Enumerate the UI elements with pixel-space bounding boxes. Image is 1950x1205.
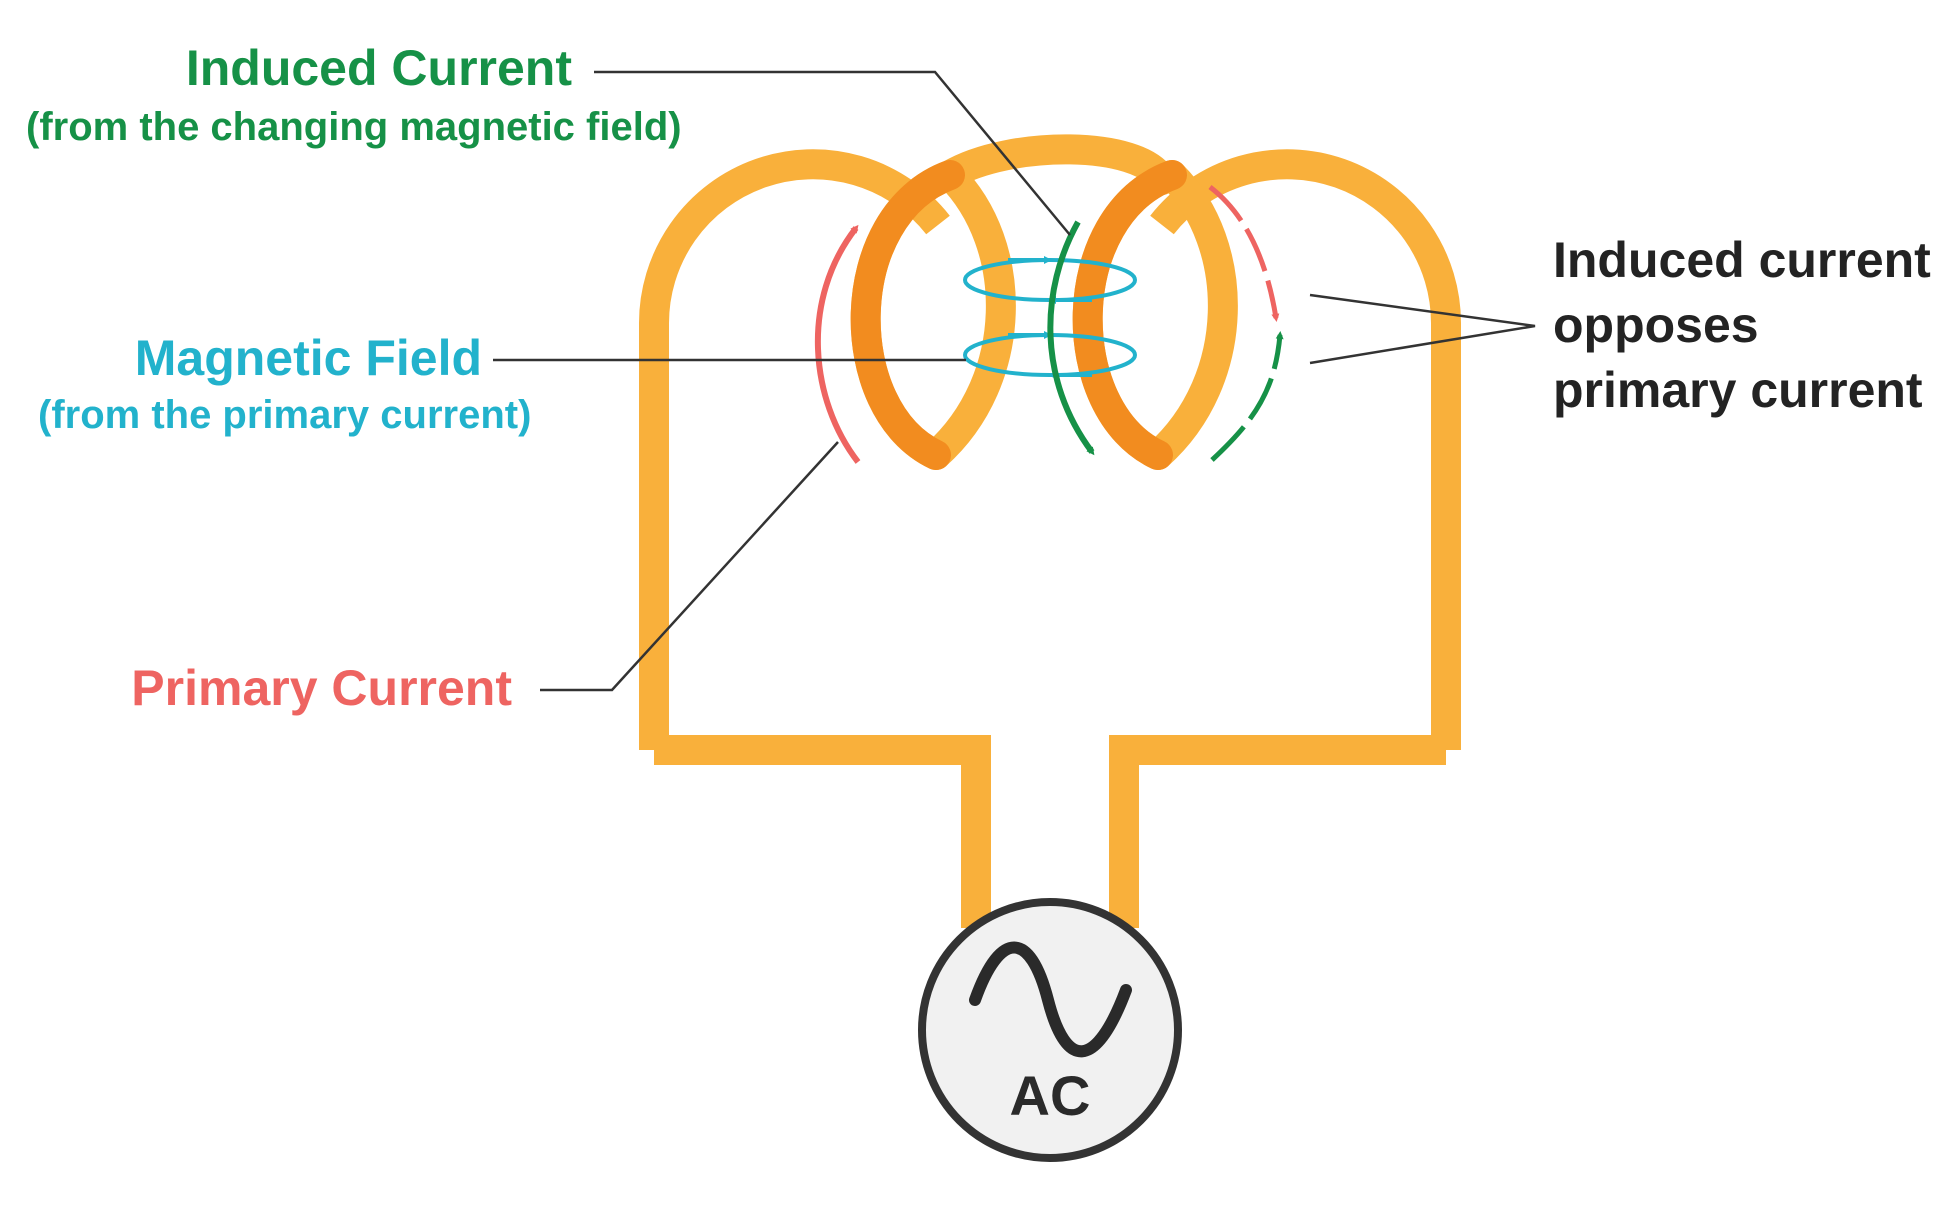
magnetic-field-subtitle: (from the primary current) — [38, 393, 532, 437]
induced-current-arrow-right — [1210, 331, 1284, 462]
wire-right-loop — [1150, 149, 1462, 750]
primary-current-arrow-right — [1208, 185, 1280, 322]
opposes-line-3: primary current — [1553, 362, 1923, 418]
wire-left-loop — [638, 149, 950, 750]
leader-induced — [594, 70, 1071, 236]
primary-current-label: Primary Current — [131, 660, 512, 716]
primary-current-arrow — [814, 224, 861, 464]
ac-label: AC — [1010, 1064, 1091, 1127]
opposes-line-2: opposes — [1553, 297, 1759, 353]
leader-primary — [540, 441, 839, 692]
coil-turn-right-inner — [1072, 160, 1187, 470]
wire-bottom-right — [1109, 735, 1446, 928]
opposes-line-1: Induced current — [1553, 232, 1931, 288]
wire-bottom-left — [654, 735, 991, 928]
coil-turn-left-inner — [850, 160, 965, 470]
sine-wave-icon — [969, 941, 1132, 1058]
wire-middle-arch — [935, 134, 1177, 195]
induced-current-arrow — [1047, 220, 1095, 456]
induced-current-subtitle: (from the changing magnetic field) — [26, 105, 682, 149]
induced-current-title: Induced Current — [185, 40, 572, 96]
magnetic-field-title: Magnetic Field — [134, 330, 482, 386]
leader-opposes — [1309, 293, 1536, 365]
